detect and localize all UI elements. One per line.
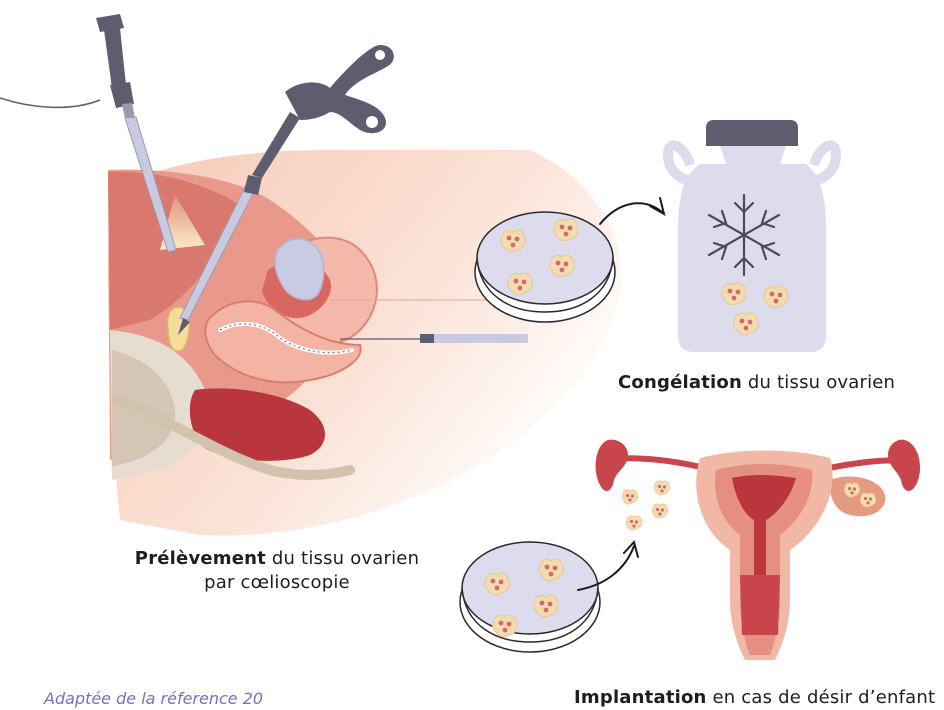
implantation-caption: Implantation en cas de désir d’enfant xyxy=(574,686,935,710)
congelation-caption: Congélation du tissu ovarien xyxy=(618,371,895,395)
implantation-caption-bold: Implantation xyxy=(574,687,707,708)
pelvic-cross-section xyxy=(108,150,621,536)
prelevement-caption: Prélèvement du tissu ovarien par cœliosc… xyxy=(132,547,422,595)
prelevement-caption-rest: du tissu ovarien xyxy=(266,548,419,569)
cryo-container-icon xyxy=(668,120,836,352)
implantation-caption-rest: en cas de désir d’enfant xyxy=(707,687,936,708)
prelevement-caption-line1: Prélèvement du tissu ovarien xyxy=(132,547,422,571)
congelation-caption-rest: du tissu ovarien xyxy=(742,372,895,393)
congelation-caption-bold: Congélation xyxy=(618,372,742,393)
petri-dish-icon xyxy=(475,212,615,322)
petri-dish-icon xyxy=(460,542,600,652)
uterus-icon xyxy=(596,440,920,660)
ovarian-fragments xyxy=(622,481,669,530)
prelevement-caption-bold: Prélèvement xyxy=(135,548,266,569)
source-note: Adaptée de la réference 20 xyxy=(44,689,263,708)
prelevement-caption-line2: par cœlioscopie xyxy=(132,571,422,595)
arrow-icon xyxy=(600,203,662,224)
